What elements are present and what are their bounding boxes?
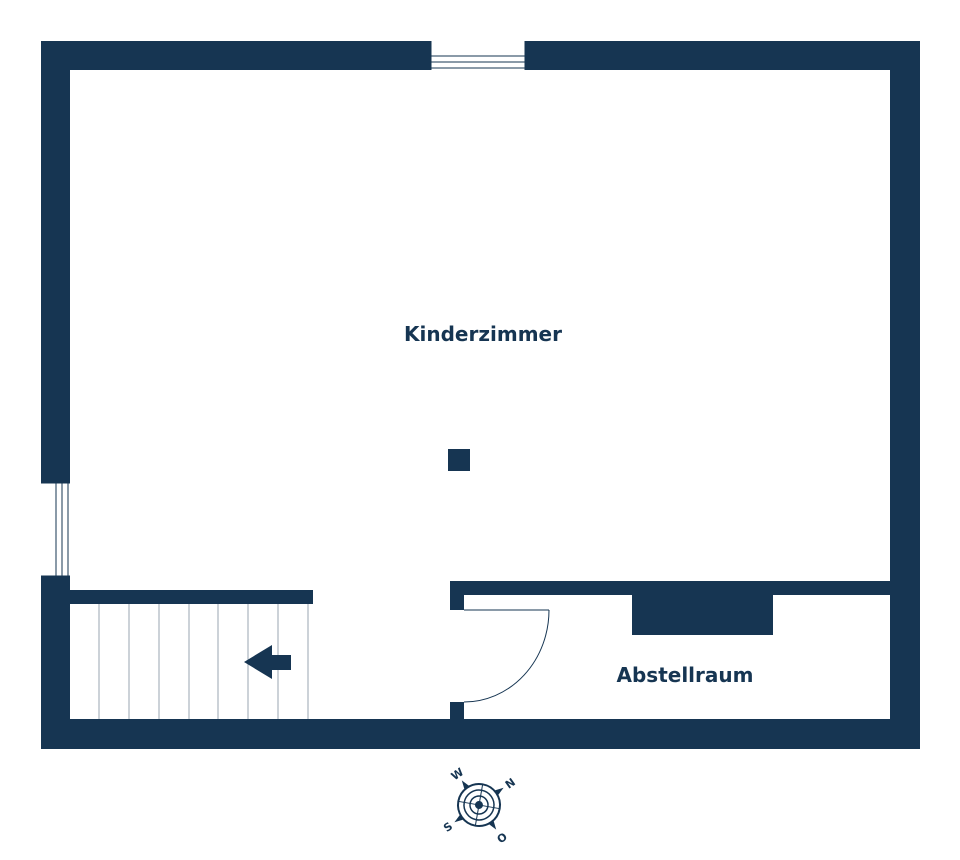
wall-top-left — [41, 41, 431, 70]
room-label-kinderzimmer: Kinderzimmer — [404, 322, 562, 346]
storage-wall-left-lower — [450, 702, 464, 719]
interior-walls — [70, 449, 890, 719]
wall-right — [890, 41, 920, 749]
storage-wall-left-upper — [450, 581, 464, 610]
chimney-block — [632, 595, 773, 635]
compass-letter-w: W — [449, 765, 466, 783]
room-label-abstellraum: Abstellraum — [617, 663, 754, 687]
door-abstellraum — [463, 609, 550, 703]
window-top — [430, 41, 526, 70]
wall-bottom — [41, 719, 920, 749]
column-marker — [448, 449, 470, 471]
staircase — [98, 604, 309, 719]
compass-rose-icon: W O S N — [441, 765, 518, 846]
outer-walls — [41, 41, 920, 749]
stair-rail-wall — [70, 590, 313, 604]
compass-letter-n: N — [503, 776, 518, 792]
stair-direction-arrow-icon — [244, 645, 291, 679]
compass-letter-s: S — [441, 820, 455, 835]
compass-letter-o: O — [495, 830, 510, 846]
storage-wall-top — [450, 581, 890, 595]
wall-top-right — [525, 41, 920, 70]
wall-left-upper — [41, 41, 70, 483]
window-left — [41, 482, 70, 577]
